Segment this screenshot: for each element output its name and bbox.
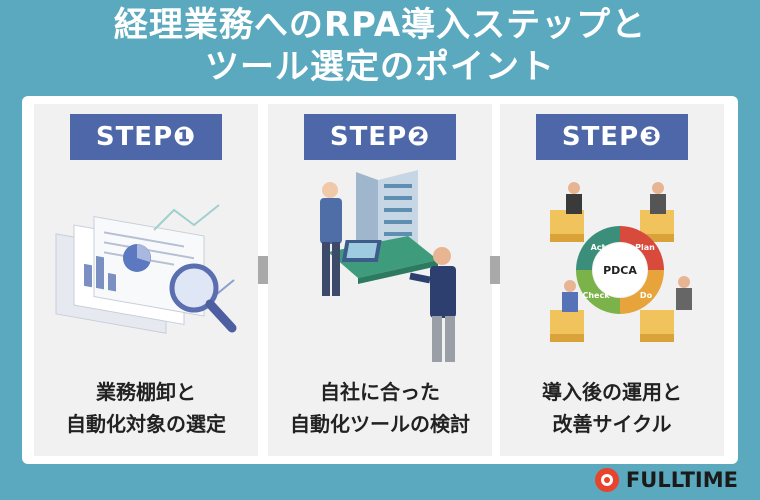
step-3-caption: 導入後の運用と 改善サイクル bbox=[500, 376, 724, 440]
logo-text: FULLTIME bbox=[625, 468, 738, 492]
step-3-card: STEP❸ PDCA Plan Do Check Act 導入後の運用と bbox=[500, 104, 724, 456]
step-2-caption: 自社に合った 自動化ツールの検討 bbox=[268, 376, 492, 440]
pdca-plan-label: Plan bbox=[635, 243, 655, 252]
step-2-card: STEP❷ 自社に合った 自動化ツールの検討 bbox=[268, 104, 492, 456]
step-3-label: STEP❸ bbox=[536, 114, 688, 160]
step-1-caption-line-2: 自動化対象の選定 bbox=[66, 412, 226, 436]
step-1-caption: 業務棚卸と 自動化対象の選定 bbox=[34, 376, 258, 440]
pdca-cycle-illustration: PDCA Plan Do Check Act bbox=[550, 182, 692, 342]
step-2-caption-line-1: 自社に合った bbox=[320, 380, 440, 404]
pdca-check-label: Check bbox=[582, 291, 610, 300]
businessmen-server-illustration bbox=[320, 170, 456, 362]
pdca-act-label: Act bbox=[591, 243, 606, 252]
step-1-label: STEP❶ bbox=[70, 114, 222, 160]
fulltime-logo-icon bbox=[594, 468, 619, 492]
page-title: 経理業務へのRPA導入ステップと ツール選定のポイント bbox=[0, 4, 760, 88]
step-3-caption-line-1: 導入後の運用と bbox=[542, 380, 682, 404]
step-1-caption-line-1: 業務棚卸と bbox=[96, 380, 196, 404]
step-2-caption-line-2: 自動化ツールの検討 bbox=[290, 412, 470, 436]
step-2-label: STEP❷ bbox=[304, 114, 456, 160]
step-3-caption-line-2: 改善サイクル bbox=[552, 412, 672, 436]
pdca-center-label: PDCA bbox=[603, 264, 637, 277]
pdca-do-label: Do bbox=[640, 291, 653, 300]
step-1-card: STEP❶ 業務棚卸と 自動化対象の選定 bbox=[34, 104, 258, 456]
documents-magnifier-illustration bbox=[55, 204, 237, 334]
title-line-1: 経理業務へのRPA導入ステップと bbox=[113, 5, 647, 45]
title-line-2: ツール選定のポイント bbox=[205, 47, 555, 87]
fulltime-logo: FULLTIME bbox=[594, 466, 738, 494]
